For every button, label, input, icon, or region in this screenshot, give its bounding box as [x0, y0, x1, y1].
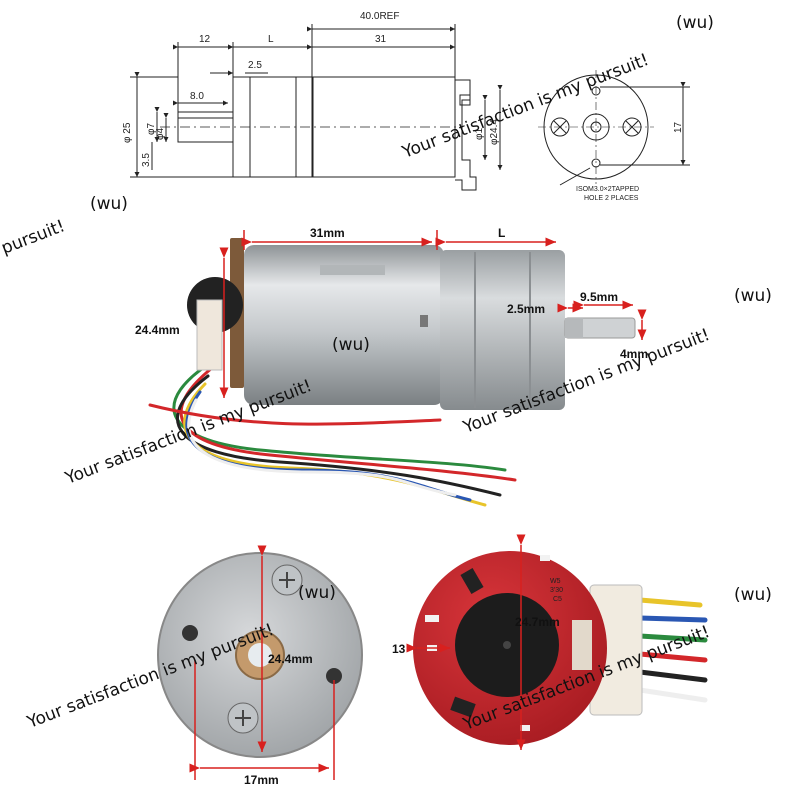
face-labels: 24.4mm 17mm [244, 652, 313, 787]
dim-17: 17 [673, 121, 684, 133]
label-face-17: 17mm [244, 773, 279, 787]
note-tapped: ISOM3.0×2TAPPED [576, 186, 639, 193]
dim-31: 31 [375, 34, 387, 45]
dim-40ref: 40.0REF [360, 11, 399, 22]
label-9-5: 9.5mm [580, 290, 618, 304]
label-24-4: 24.4mm [135, 323, 180, 337]
encoder-dimensions [406, 534, 526, 750]
watermark-wu-4: (wu) [734, 286, 772, 306]
watermark-wu-3: (wu) [332, 335, 370, 355]
watermark-wu-1: (wu) [676, 13, 714, 33]
encoder-pcb-photo: W5 3'30 C5 [413, 551, 708, 745]
watermark-1: Your satisfaction is my pursuit! [399, 50, 652, 163]
label-13: 13 [392, 642, 406, 656]
label-2-5: 2.5mm [507, 302, 545, 316]
label-L: L [498, 226, 505, 240]
dim-d25: φ 25 [122, 122, 133, 143]
silk-c5: C5 [553, 596, 562, 603]
face-dimensions [189, 545, 335, 780]
dim-L: L [268, 34, 274, 45]
silk-3o: 3'30 [550, 587, 563, 594]
watermark-wu-2: (wu) [90, 194, 128, 214]
dim-12: 12 [199, 34, 211, 45]
dim-8-0: 8.0 [190, 91, 204, 102]
label-4mm: 4mm [620, 347, 648, 361]
dim-d24: φ24.4 [489, 119, 500, 145]
technical-drawing [130, 24, 690, 191]
label-face-24-4: 24.4mm [268, 652, 313, 666]
label-31mm: 31mm [310, 226, 345, 240]
side-labels: 31mm L 24.4mm 2.5mm 9.5mm 4mm [135, 226, 648, 361]
dim-d4: φ4 [155, 128, 166, 140]
dim-3-5: 3.5 [141, 153, 152, 167]
encoder-labels: 24.7mm 13 [392, 615, 560, 656]
wires [148, 358, 517, 507]
watermark-pursuit: pursuit! [0, 216, 68, 258]
dim-2-5: 2.5 [248, 60, 262, 71]
dim-d7: φ7 [146, 123, 157, 135]
label-24-7: 24.7mm [515, 615, 560, 629]
motor-side-photo [148, 238, 636, 507]
watermark-wu-5: (wu) [298, 583, 336, 603]
note-holes: HOLE 2 PLACES [584, 195, 639, 202]
watermark-wu-6: (wu) [734, 585, 772, 605]
dim-d1: φ1 [474, 128, 485, 140]
drawing-labels: 12 L 40.0REF 31 2.5 8.0 φ 25 φ7 φ4 3.5 φ… [122, 11, 684, 202]
silk-w5: W5 [550, 578, 561, 585]
side-dimensions [219, 230, 647, 398]
